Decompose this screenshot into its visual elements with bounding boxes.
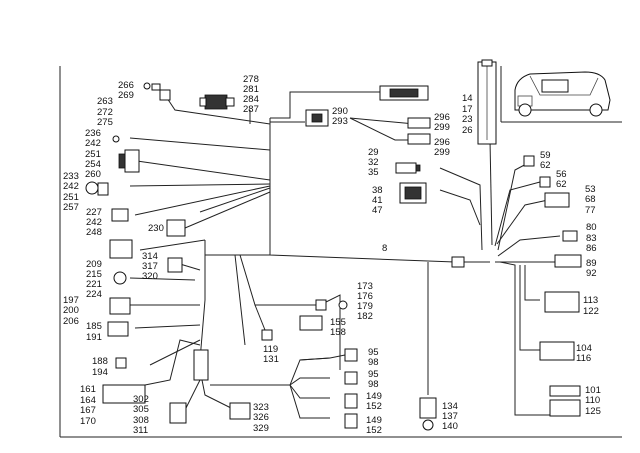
- connector-263: [159, 89, 171, 101]
- junction-block-central: [193, 349, 209, 381]
- connector-209: [109, 239, 133, 259]
- connector-119: [261, 329, 273, 341]
- callout-8: 8: [382, 243, 387, 254]
- connector-59: [523, 155, 535, 167]
- connector-197: [109, 297, 131, 315]
- connector-296a: [407, 117, 431, 129]
- connector-233: [85, 181, 109, 196]
- connector-236: [112, 135, 120, 143]
- connector-80: [562, 230, 578, 242]
- connector-101: [549, 385, 581, 417]
- connector-149a: [344, 393, 358, 409]
- connector-266: [143, 82, 161, 91]
- connector-185: [107, 321, 129, 337]
- connector-95a: [344, 348, 358, 362]
- connector-188: [115, 357, 127, 369]
- connector-inline-8: [451, 256, 465, 268]
- connector-278: [199, 94, 235, 110]
- connector-38: [399, 182, 427, 204]
- connector-173: [315, 299, 348, 311]
- main-harness: [129, 91, 561, 419]
- connector-14: [477, 59, 497, 145]
- connector-113: [544, 291, 580, 313]
- connector-53: [544, 192, 570, 208]
- connector-227: [111, 208, 129, 222]
- connector-95b: [344, 371, 358, 385]
- connector-323: [229, 402, 251, 420]
- connector-251: [118, 149, 140, 173]
- connector-221: [113, 271, 127, 285]
- connector-296b: [407, 133, 431, 145]
- connector-155: [299, 315, 323, 331]
- connector-134: [419, 397, 437, 431]
- connector-302: [169, 402, 187, 424]
- connector-56: [539, 176, 551, 188]
- connector-230: [166, 219, 186, 237]
- connector-top-long: [379, 85, 429, 101]
- car-icon: [514, 71, 611, 117]
- connector-29: [395, 162, 421, 174]
- callout-230: 230: [148, 223, 164, 234]
- connector-104: [539, 341, 575, 361]
- diagram-frame: [59, 66, 622, 438]
- connector-89: [554, 254, 582, 268]
- connector-161: [102, 384, 146, 404]
- connector-314: [167, 257, 183, 273]
- connector-149b: [344, 413, 358, 429]
- connector-290: [305, 109, 329, 127]
